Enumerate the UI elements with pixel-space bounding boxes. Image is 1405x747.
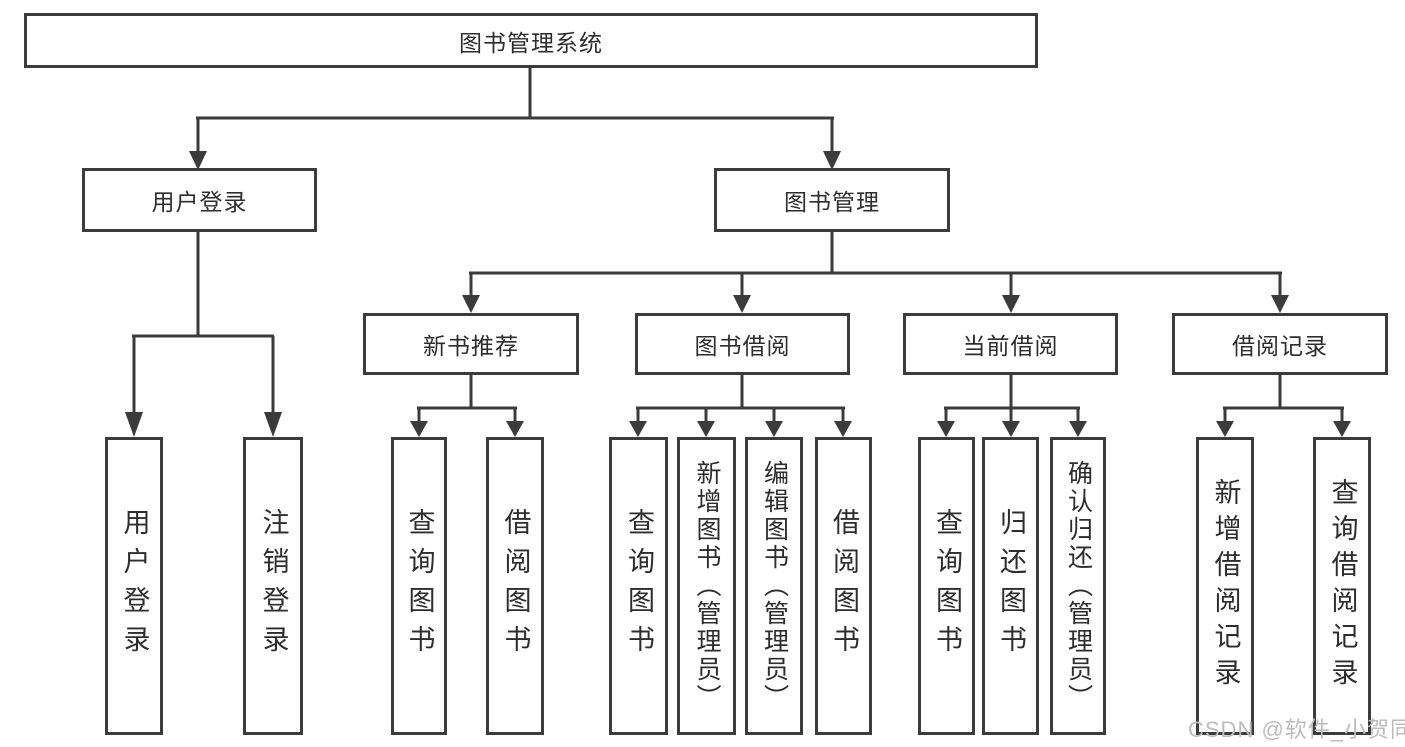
arrowhead — [1271, 295, 1289, 313]
box-user-login: 用户登录 — [82, 168, 317, 232]
leaf-label: 借阅图书 — [500, 508, 531, 664]
arrowhead — [937, 421, 955, 437]
box-edit-book-admin: 编辑图书（管理员） — [745, 437, 803, 735]
user-login-label: 用户登录 — [151, 189, 248, 215]
box-book-borrowing: 图书借阅 — [635, 313, 850, 375]
arrowhead — [189, 151, 207, 170]
section-label: 图书借阅 — [694, 333, 791, 359]
arrowhead — [834, 421, 852, 437]
arrowhead — [823, 151, 841, 170]
box-add-book-admin: 新增图书（管理员） — [677, 437, 736, 735]
arrowhead — [125, 412, 143, 437]
box-confirm-return-admin: 确认归还（管理员） — [1050, 437, 1106, 735]
arrowhead — [1002, 421, 1020, 437]
box-add-borrow-record: 新增借阅记录 — [1196, 437, 1254, 735]
section-label: 新书推荐 — [423, 333, 519, 359]
box-book-management: 图书管理 — [714, 168, 950, 232]
arrowhead — [1069, 421, 1087, 437]
leaf-label: 编辑图书（管理员） — [760, 460, 789, 712]
leaf-label: 查询图书 — [932, 508, 962, 664]
box-logout-leaf: 注销登录 — [243, 437, 303, 735]
leaf-label: 归还图书 — [996, 508, 1026, 664]
box-library-management-system: 图书管理系统 — [24, 13, 1038, 68]
arrowhead — [264, 412, 282, 437]
box-query-books-current: 查询图书 — [918, 437, 975, 735]
arrowhead — [410, 421, 428, 437]
root-label: 图书管理系统 — [459, 29, 603, 56]
arrowhead — [697, 421, 715, 437]
csdn-watermark: CSDN @软件_小贺同学 — [1188, 717, 1405, 742]
section-label: 借阅记录 — [1232, 333, 1328, 359]
box-return-books: 归还图书 — [982, 437, 1039, 735]
arrowhead — [733, 295, 751, 313]
box-user-login-leaf: 用户登录 — [105, 437, 163, 735]
box-borrow-books-recommend: 借阅图书 — [486, 437, 544, 735]
leaf-label: 用户登录 — [119, 508, 150, 664]
leaf-label: 新增借阅记录 — [1210, 478, 1241, 694]
leaf-label: 新增图书（管理员） — [693, 460, 721, 712]
box-query-borrow-record: 查询借阅记录 — [1313, 437, 1371, 735]
leaf-label: 注销登录 — [258, 508, 289, 664]
arrowhead — [1333, 421, 1351, 437]
arrowhead — [506, 421, 524, 437]
leaf-label: 确认归还（管理员） — [1064, 460, 1093, 712]
section-label: 当前借阅 — [962, 333, 1059, 359]
arrowhead — [1002, 295, 1020, 313]
book-management-label: 图书管理 — [784, 189, 880, 215]
arrowhead — [1216, 421, 1234, 437]
arrowhead — [462, 295, 480, 313]
leaf-label: 查询图书 — [404, 508, 435, 664]
box-borrowing-records: 借阅记录 — [1172, 313, 1388, 375]
leaf-label: 借阅图书 — [829, 508, 859, 664]
arrowhead — [629, 421, 647, 437]
box-borrow-books-borrowing: 借阅图书 — [815, 437, 872, 735]
box-current-borrowing: 当前借阅 — [903, 313, 1118, 375]
box-query-books-recommend: 查询图书 — [391, 437, 447, 735]
leaf-label: 查询借阅记录 — [1327, 478, 1358, 694]
arrowhead — [765, 421, 783, 437]
box-query-books-borrowing: 查询图书 — [609, 437, 668, 735]
leaf-label: 查询图书 — [624, 508, 654, 664]
box-new-book-recommendation: 新书推荐 — [363, 313, 579, 375]
